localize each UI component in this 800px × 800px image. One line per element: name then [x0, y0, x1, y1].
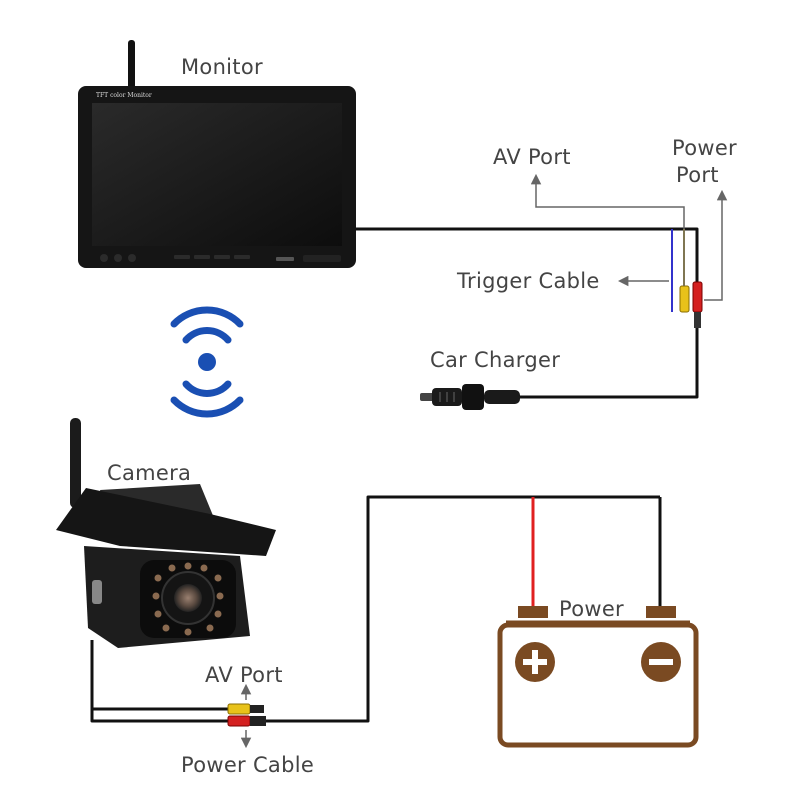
power-port-label-line1: Power — [672, 136, 737, 160]
camera-ir-leds — [152, 562, 224, 636]
camera-power-cable — [90, 709, 232, 723]
car-charger-label: Car Charger — [430, 348, 560, 372]
av-port-bottom-label: AV Port — [205, 663, 283, 687]
car-charger-plug — [420, 384, 520, 410]
power-cable-to-battery — [266, 495, 533, 723]
camera-antenna — [70, 418, 81, 508]
monitor-buttons — [100, 254, 341, 262]
av-connector-monitor — [679, 285, 690, 313]
av-connector-camera — [227, 703, 264, 715]
battery-positive-terminal — [518, 606, 548, 618]
power-cable-label: Power Cable — [181, 753, 314, 777]
camera-label: Camera — [107, 461, 191, 485]
power-port-arrow — [704, 189, 728, 301]
monitor-antenna — [128, 40, 135, 92]
car-charger-cable — [520, 332, 699, 399]
monitor-brand-text: TFT color Monitor — [96, 92, 152, 99]
camera — [56, 418, 276, 648]
battery-positive-icon — [515, 642, 555, 682]
power-port-label-line2: Port — [676, 163, 719, 187]
av-port-arrow — [530, 173, 685, 286]
trigger-cable-label: Trigger Cable — [456, 269, 600, 293]
power-connector-monitor — [692, 281, 703, 328]
wireless-signal-icon — [170, 306, 244, 418]
camera-lens — [174, 584, 202, 612]
monitor-screen — [92, 103, 342, 246]
battery-negative-icon — [641, 642, 681, 682]
camera-sunshield — [56, 488, 276, 556]
power-connector-camera — [227, 715, 266, 727]
monitor: TFT color Monitor — [78, 40, 356, 268]
av-port-top-label: AV Port — [493, 145, 571, 169]
monitor-label: Monitor — [181, 55, 263, 79]
battery — [497, 606, 699, 748]
battery-negative-terminal — [646, 606, 676, 618]
power-label: Power — [559, 597, 624, 621]
